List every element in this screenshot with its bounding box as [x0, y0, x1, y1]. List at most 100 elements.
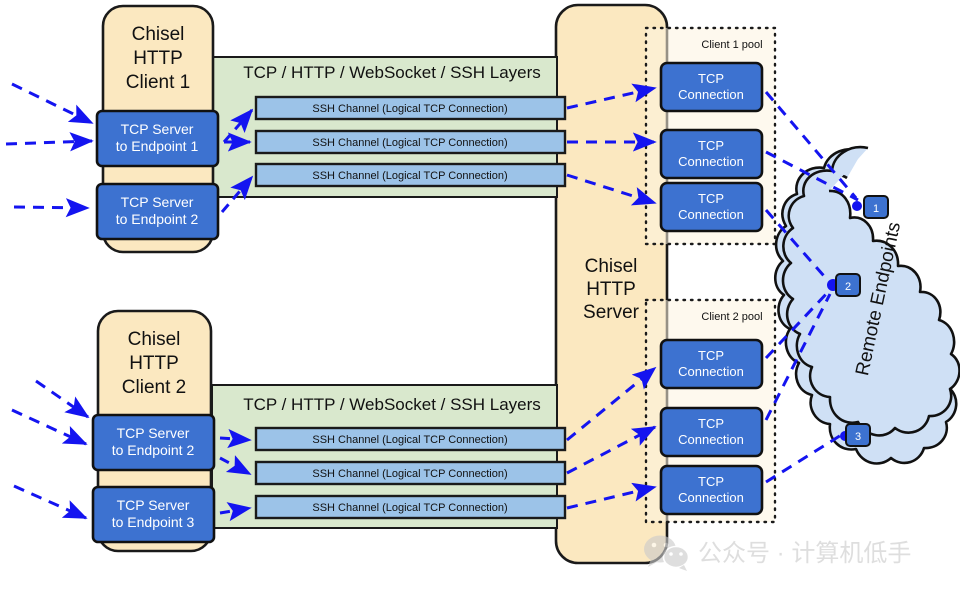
- tcp-connection-label-line2: Connection: [678, 154, 744, 169]
- inbound-arrow-2: [5, 132, 94, 152]
- tcp-server-label-line1: TCP Server: [117, 497, 190, 513]
- client-1-label-line1: Chisel: [132, 24, 185, 45]
- ep-arrow-3: [764, 209, 826, 277]
- endpoint-1-label: 1: [873, 203, 879, 215]
- endpoint-badge[interactable]: [845, 423, 871, 447]
- wechat-icon: [644, 535, 690, 571]
- channel-to-pool-1-arrows: [566, 83, 657, 206]
- server-label-line1: Chisel: [585, 256, 638, 277]
- tcp-server-label-line2: to Endpoint 2: [116, 211, 199, 227]
- tcp-server-box[interactable]: [95, 109, 220, 168]
- pool-1-tcp-connection-3[interactable]: TCP Connection: [659, 181, 764, 233]
- endpoint-1-dot: [852, 201, 862, 211]
- inbound-arrows-client-2: [11, 379, 90, 520]
- client-1-tcp-server-2[interactable]: TCP Server to Endpoint 2: [95, 182, 220, 241]
- inbound-arrow-6: [13, 484, 88, 520]
- ep-arrow-5: [764, 293, 832, 421]
- tcp-connection-label-line2: Connection: [678, 490, 744, 505]
- p2-arrow-2: [566, 425, 657, 475]
- tcp-server-label-line2: to Endpoint 2: [112, 442, 195, 458]
- remote-endpoint-3[interactable]: 3: [845, 423, 871, 447]
- tcp-connection-label-line1: TCP: [698, 71, 724, 86]
- ssh-channel-bar[interactable]: [254, 162, 567, 188]
- c2-ssh-arrow-2: [219, 455, 252, 476]
- inbound-arrow-5: [11, 408, 88, 446]
- pool-1-label: Client 1 pool: [701, 39, 762, 51]
- tcp-connection-box[interactable]: [659, 464, 764, 516]
- ssh-channel-bar[interactable]: [254, 129, 567, 155]
- client-2-to-channel-arrows: [219, 428, 252, 522]
- ssh-channel-top-3[interactable]: SSH Channel (Logical TCP Connection): [254, 162, 567, 188]
- tcp-connection-label-line2: Connection: [678, 87, 744, 102]
- tcp-connection-label-line1: TCP: [698, 191, 724, 206]
- inbound-arrows-client-1: [5, 82, 94, 218]
- ssh-channel-top-2[interactable]: SSH Channel (Logical TCP Connection): [254, 129, 567, 155]
- client-1-label-line2: HTTP: [133, 48, 183, 69]
- tcp-connection-box[interactable]: [659, 406, 764, 458]
- p1-arrow-1: [566, 83, 657, 110]
- endpoint-badge[interactable]: [835, 273, 861, 297]
- remote-endpoints-cloud: Remote Endpoints: [773, 145, 960, 465]
- inbound-arrow-4: [35, 379, 90, 419]
- pool-2-to-endpoint-arrows: [764, 290, 847, 484]
- ssh-channel-bar[interactable]: [254, 494, 567, 520]
- ssh-channel-bottom-3[interactable]: SSH Channel (Logical TCP Connection): [254, 494, 567, 520]
- c1-ssh-arrow-3: [220, 175, 254, 213]
- tcp-connection-label-line1: TCP: [698, 416, 724, 431]
- c2-ssh-arrow-3: [219, 502, 252, 522]
- channel-to-pool-2-arrows: [566, 366, 657, 510]
- pool-1-tcp-connection-2[interactable]: TCP Connection: [659, 128, 764, 180]
- tcp-server-label-line1: TCP Server: [117, 425, 190, 441]
- ssh-channel-label: SSH Channel (Logical TCP Connection): [312, 137, 507, 149]
- tcp-connection-label-line2: Connection: [678, 207, 744, 222]
- ssh-channel-label: SSH Channel (Logical TCP Connection): [312, 434, 507, 446]
- ssh-channel-label: SSH Channel (Logical TCP Connection): [312, 502, 507, 514]
- endpoint-badge[interactable]: [863, 195, 889, 219]
- client-2-tcp-server-2[interactable]: TCP Server to Endpoint 3: [91, 485, 216, 544]
- pool-2-tcp-connection-3[interactable]: TCP Connection: [659, 464, 764, 516]
- ssh-channel-label: SSH Channel (Logical TCP Connection): [312, 468, 507, 480]
- watermark: 公众号 · 计算机低手: [644, 535, 911, 571]
- tcp-connection-label-line2: Connection: [678, 432, 744, 447]
- cloud-shape-body: [781, 145, 960, 437]
- ssh-channel-bar[interactable]: [254, 95, 567, 121]
- tcp-connection-label-line2: Connection: [678, 364, 744, 379]
- tcp-connection-box[interactable]: [659, 181, 764, 233]
- client-2-tcp-server-1[interactable]: TCP Server to Endpoint 2: [91, 413, 216, 472]
- tcp-server-label-line2: to Endpoint 1: [116, 138, 199, 154]
- tcp-server-box[interactable]: [95, 182, 220, 241]
- tcp-connection-box[interactable]: [659, 338, 764, 390]
- tcp-connection-box[interactable]: [659, 128, 764, 180]
- client-2-label-line2: HTTP: [129, 353, 179, 374]
- inbound-arrow-1: [11, 82, 94, 125]
- client-1-to-channel-arrows: [220, 108, 254, 213]
- tcp-server-label-line1: TCP Server: [121, 194, 194, 210]
- ssh-channel-top-1[interactable]: SSH Channel (Logical TCP Connection): [254, 95, 567, 121]
- tcp-server-label-line2: to Endpoint 3: [112, 514, 195, 530]
- ep-arrow-2: [765, 150, 859, 202]
- remote-endpoint-1[interactable]: 1: [863, 195, 889, 219]
- ssh-channel-bottom-1[interactable]: SSH Channel (Logical TCP Connection): [254, 426, 567, 452]
- ssh-channel-bottom-2[interactable]: SSH Channel (Logical TCP Connection): [254, 460, 567, 486]
- tcp-connection-label-line1: TCP: [698, 138, 724, 153]
- tcp-server-box[interactable]: [91, 485, 216, 544]
- ssh-channel-bar[interactable]: [254, 426, 567, 452]
- tcp-server-box[interactable]: [91, 413, 216, 472]
- ep-arrow-4: [764, 290, 830, 360]
- client-1-tcp-server-1[interactable]: TCP Server to Endpoint 1: [95, 109, 220, 168]
- pool-1-tcp-connection-1[interactable]: TCP Connection: [659, 61, 764, 113]
- pool-2-tcp-connection-1[interactable]: TCP Connection: [659, 338, 764, 390]
- client-1-label-line3: Client 1: [126, 72, 190, 93]
- pool-1-to-endpoint-arrows: [764, 91, 859, 277]
- ep-arrow-1: [764, 91, 858, 199]
- ssh-channel-bar[interactable]: [254, 460, 567, 486]
- pool-2-tcp-connection-2[interactable]: TCP Connection: [659, 406, 764, 458]
- client-2-label-line1: Chisel: [128, 329, 181, 350]
- tcp-connection-box[interactable]: [659, 61, 764, 113]
- tcp-server-label-line1: TCP Server: [121, 121, 194, 137]
- inbound-arrow-3: [13, 198, 90, 218]
- remote-endpoint-2[interactable]: 2: [835, 273, 861, 297]
- ep-arrow-6: [765, 430, 847, 484]
- tcp-connection-label-line1: TCP: [698, 474, 724, 489]
